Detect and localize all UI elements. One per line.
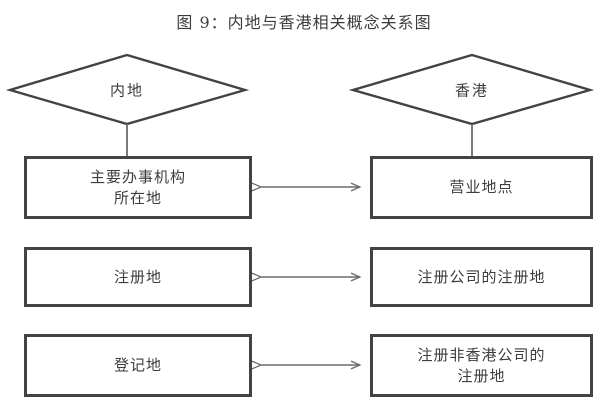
figure-title: 图 9：内地与香港相关概念关系图 bbox=[176, 13, 432, 32]
right-box-business-location-label: 营业地点 bbox=[449, 178, 514, 196]
right-box-non-hk-company-registration-place-label: 注册非香港公司的 注册地 bbox=[417, 345, 546, 385]
left-box-record-place-label: 登记地 bbox=[113, 356, 162, 374]
left-box-record-place: 登记地 bbox=[24, 334, 252, 397]
right-box-registered-company-place-label: 注册公司的注册地 bbox=[417, 267, 546, 286]
left-box-main-office-location-label: 主要办事机构 所在地 bbox=[89, 167, 186, 207]
left-box-main-office-location: 主要办事机构 所在地 bbox=[24, 156, 252, 219]
right-box-non-hk-company-registration-place: 注册非香港公司的 注册地 bbox=[370, 334, 593, 397]
mainland-diamond-label: 内地 bbox=[109, 81, 145, 100]
left-box-registration-place: 注册地 bbox=[24, 247, 252, 307]
hongkong-diamond-label: 香港 bbox=[454, 81, 490, 100]
right-box-registered-company-place: 注册公司的注册地 bbox=[370, 247, 593, 307]
right-box-business-location: 营业地点 bbox=[370, 156, 593, 219]
left-box-registration-place-label: 注册地 bbox=[113, 267, 162, 286]
